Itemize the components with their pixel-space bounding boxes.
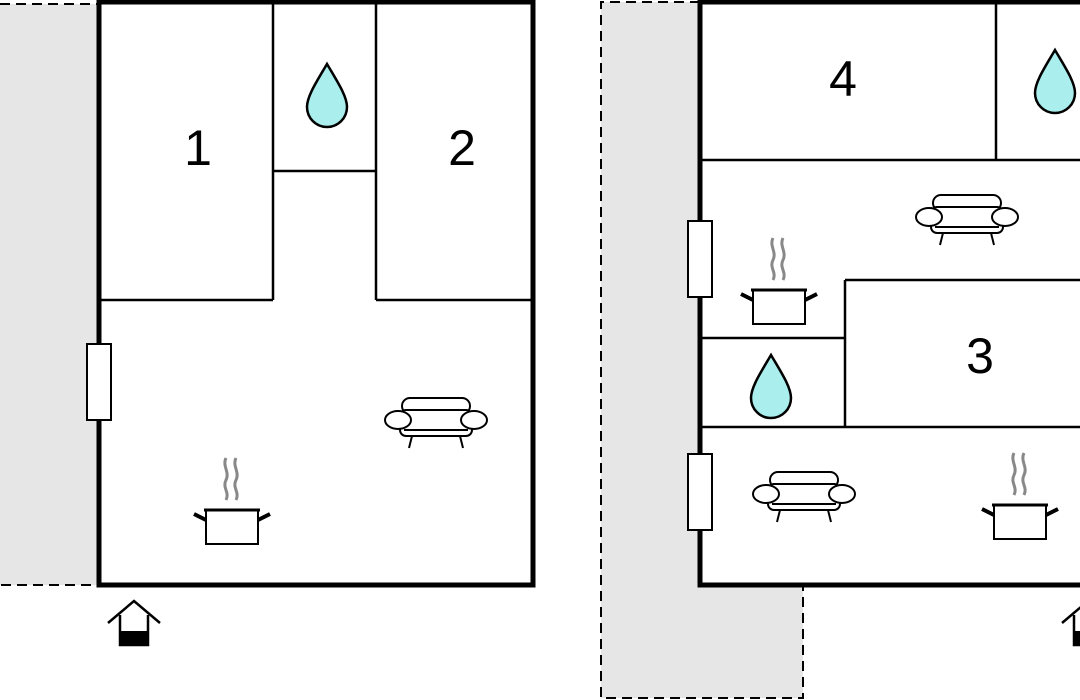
room-label-1: 1 (184, 120, 212, 176)
window-icon (687, 453, 713, 531)
terrace-left (0, 3, 100, 586)
house-entrance-icon (106, 599, 162, 647)
room-label-4: 4 (829, 51, 857, 107)
room-label-2: 2 (448, 120, 476, 176)
house-entrance-icon (1060, 599, 1080, 647)
window-icon (687, 220, 713, 298)
room-label-3: 3 (966, 328, 994, 384)
window-icon (86, 343, 112, 421)
